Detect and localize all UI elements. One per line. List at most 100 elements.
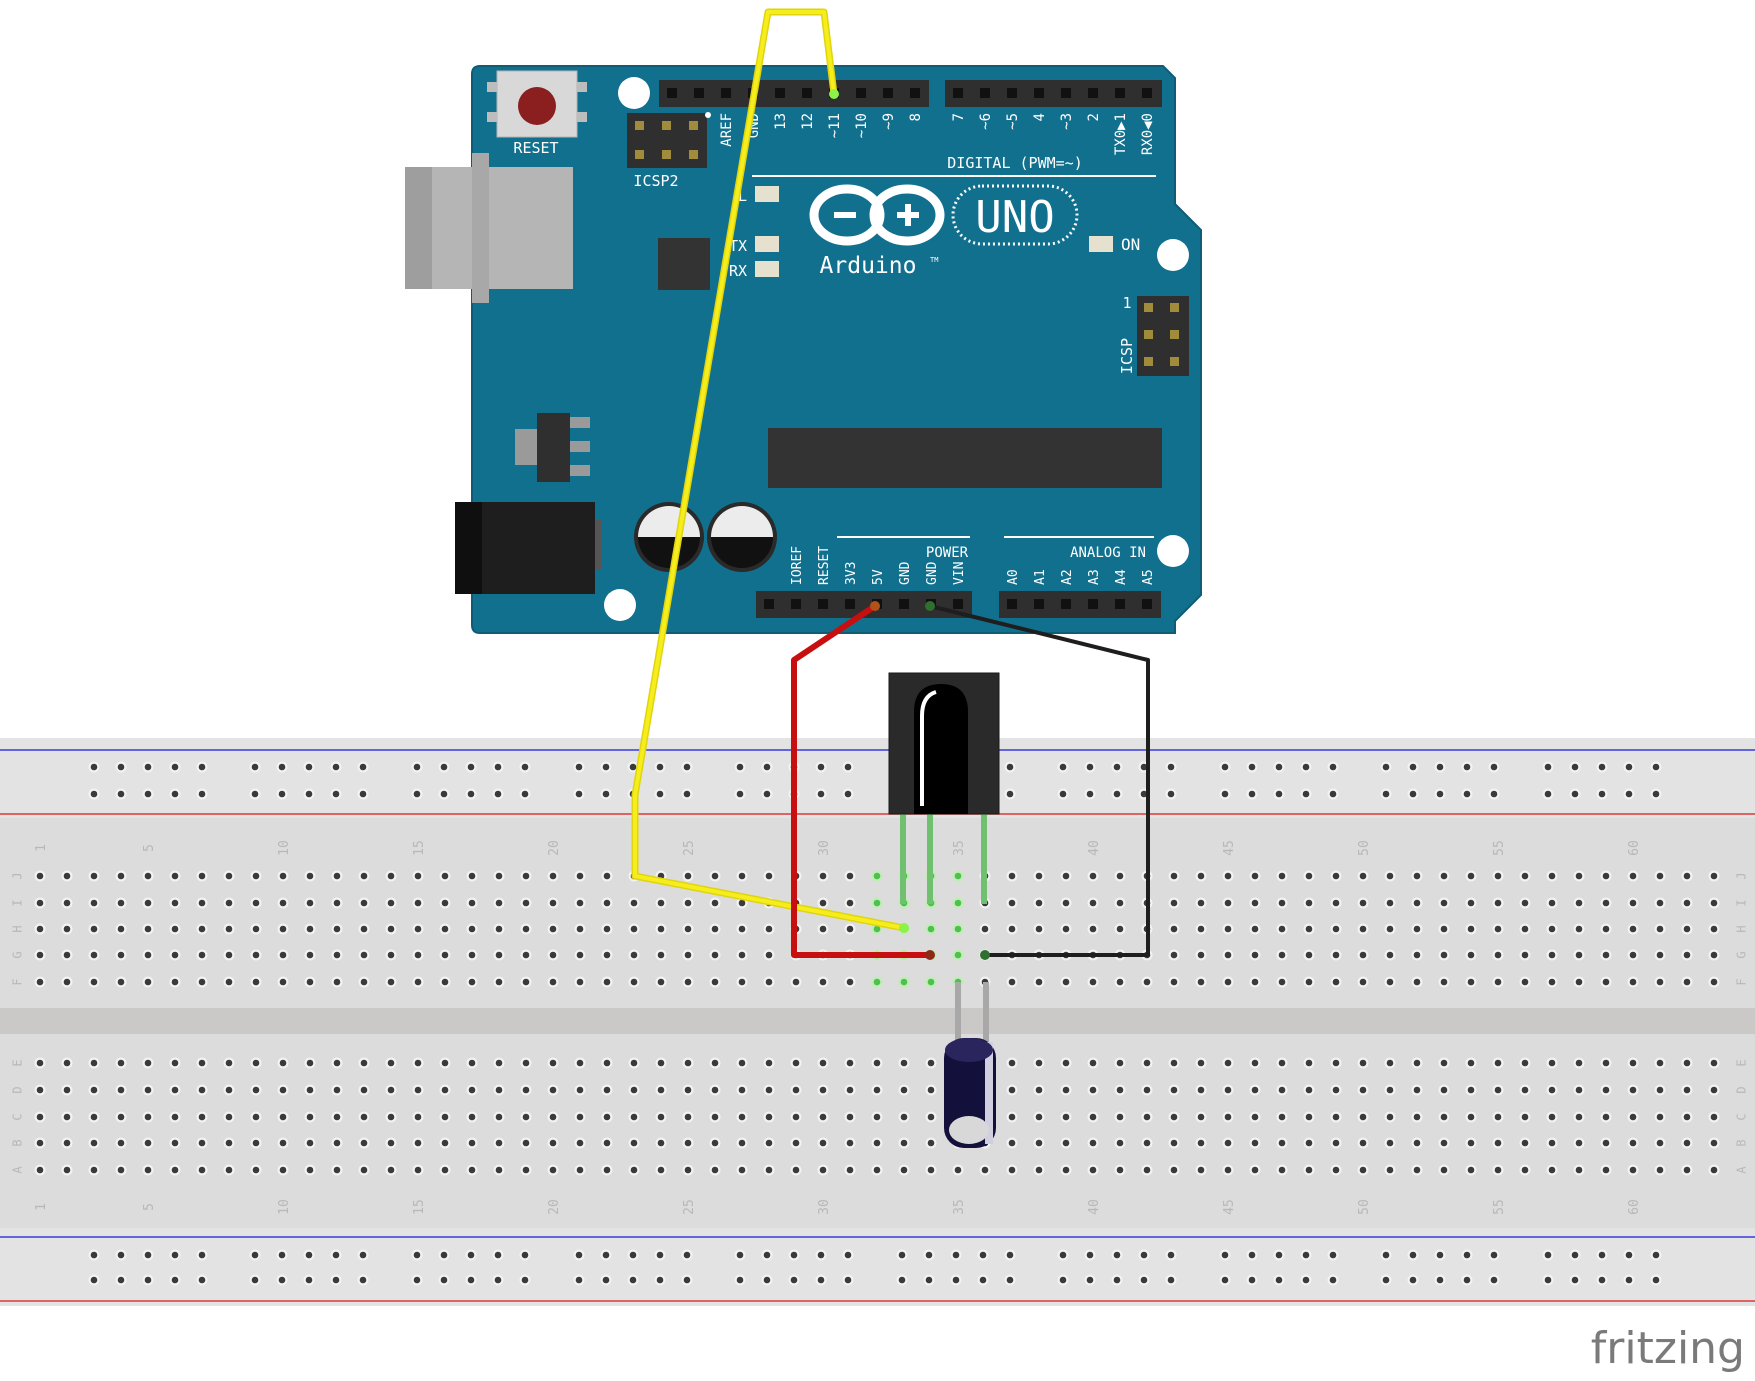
breadboard-hole-center [927,1139,935,1147]
breadboard-hole-center [630,978,638,986]
breadboard-hole-center [387,1139,395,1147]
breadboard-hole-center [1197,1086,1205,1094]
breadboard-hole-center [494,1276,502,1284]
breadboard-hole-center [549,925,557,933]
breadboard-hole-center [817,763,825,771]
breadboard-hole-center [1386,1086,1394,1094]
breadboard-hole-center [198,1276,206,1284]
breadboard-hole-center [1386,1166,1394,1174]
breadboard-hole-center [1197,1139,1205,1147]
breadboard-hole-center [1710,951,1718,959]
breadboard-hole-center [144,1059,152,1067]
header-pin [694,88,704,98]
breadboard-hole-center [629,763,637,771]
breadboard-hole-center [441,925,449,933]
breadboard-hole-center [1332,1059,1340,1067]
breadboard-hole-center [1683,872,1691,880]
breadboard-hole-center [171,1276,179,1284]
breadboard-hole-center [576,899,584,907]
breadboard-hole-center [817,1251,825,1259]
breadboard-hole-center [1602,1113,1610,1121]
row-letter: G [1735,951,1749,958]
header-pin [667,88,677,98]
breadboard-hole-center [1683,1113,1691,1121]
breadboard-hole-center [898,1251,906,1259]
breadboard-hole-center [656,1276,664,1284]
breadboard-hole-center [252,925,260,933]
breadboard-hole-center [117,790,125,798]
breadboard-hole-center [819,978,827,986]
breadboard-hole-center [252,1059,260,1067]
power-wire[interactable] [791,603,930,958]
breadboard-hole-center [846,872,854,880]
breadboard-hole-center [1548,1139,1556,1147]
breadboard-hole-center [1494,1059,1502,1067]
breadboard-hole-center [36,978,44,986]
breadboard-hole-center [467,1251,475,1259]
breadboard-hole-center [279,872,287,880]
breadboard-hole-center [90,951,98,959]
header-pin [1115,599,1125,609]
breadboard-hole-center [90,978,98,986]
breadboard-hole-center [1089,872,1097,880]
breadboard-hole-center [711,1139,719,1147]
breadboard-hole-center [171,790,179,798]
breadboard-hole-center [736,763,744,771]
breadboard-hole-center [1059,1251,1067,1259]
breadboard-hole-center [333,1139,341,1147]
breadboard-hole-center [144,872,152,880]
breadboard-hole-center [63,872,71,880]
breadboard-hole-center [1143,1139,1151,1147]
breadboard-hole-center [576,951,584,959]
breadboard-hole-center [63,951,71,959]
breadboard-hole-center [278,1251,286,1259]
breadboard-hole-center [1656,1166,1664,1174]
breadboard-hole-center [1575,925,1583,933]
breadboard-hole-center [90,872,98,880]
breadboard-hole-center [360,1059,368,1067]
breadboard-hole-center [1683,925,1691,933]
breadboard-hole-center [1305,1139,1313,1147]
breadboard-hole-center [1440,1086,1448,1094]
breadboard-hole-center [1440,951,1448,959]
power-pin-label: RESET [817,546,832,585]
breadboard-hole-center [1008,899,1016,907]
breadboard-hole-center [522,1139,530,1147]
breadboard-hole-center [1575,1166,1583,1174]
breadboard-hole-center [1575,978,1583,986]
signal-wire[interactable] [631,8,905,932]
breadboard-hole-center [1440,978,1448,986]
digital-header-right [945,80,1162,107]
breadboard-hole-center [1571,1276,1579,1284]
breadboard-hole-center [414,872,422,880]
breadboard-hole-center [440,763,448,771]
breadboard-hole-center [440,790,448,798]
breadboard-hole-center [1332,1086,1340,1094]
wire-endpoints [829,89,990,960]
breadboard-hole-center [1602,1139,1610,1147]
breadboard-hole-center [656,1251,664,1259]
breadboard-hole-center [306,1139,314,1147]
breadboard-hole-center [1170,1166,1178,1174]
arduino-logo [809,184,945,246]
breadboard-hole-center [387,1059,395,1067]
breadboard-hole-center [1625,1276,1633,1284]
analog-pin-label: A1 [1033,569,1048,585]
breadboard-hole-center [657,978,665,986]
breadboard-hole-center [603,925,611,933]
breadboard-hole-center [1440,1059,1448,1067]
breadboard-hole-center [711,978,719,986]
breadboard-hole-center [1413,899,1421,907]
reset-button[interactable] [487,70,587,138]
column-number: 1 [34,844,49,852]
breadboard-hole-center [603,978,611,986]
digital-label: DIGITAL (PWM=~) [947,154,1082,172]
breadboard-hole-center [763,790,771,798]
breadboard-hole-center [90,763,98,771]
breadboard-hole-center [549,978,557,986]
breadboard-hole-center [1008,872,1016,880]
ground-wire[interactable] [929,604,1150,957]
row-letter: F [11,978,25,985]
breadboard-hole-center [359,763,367,771]
breadboard-hole-center [846,1113,854,1121]
